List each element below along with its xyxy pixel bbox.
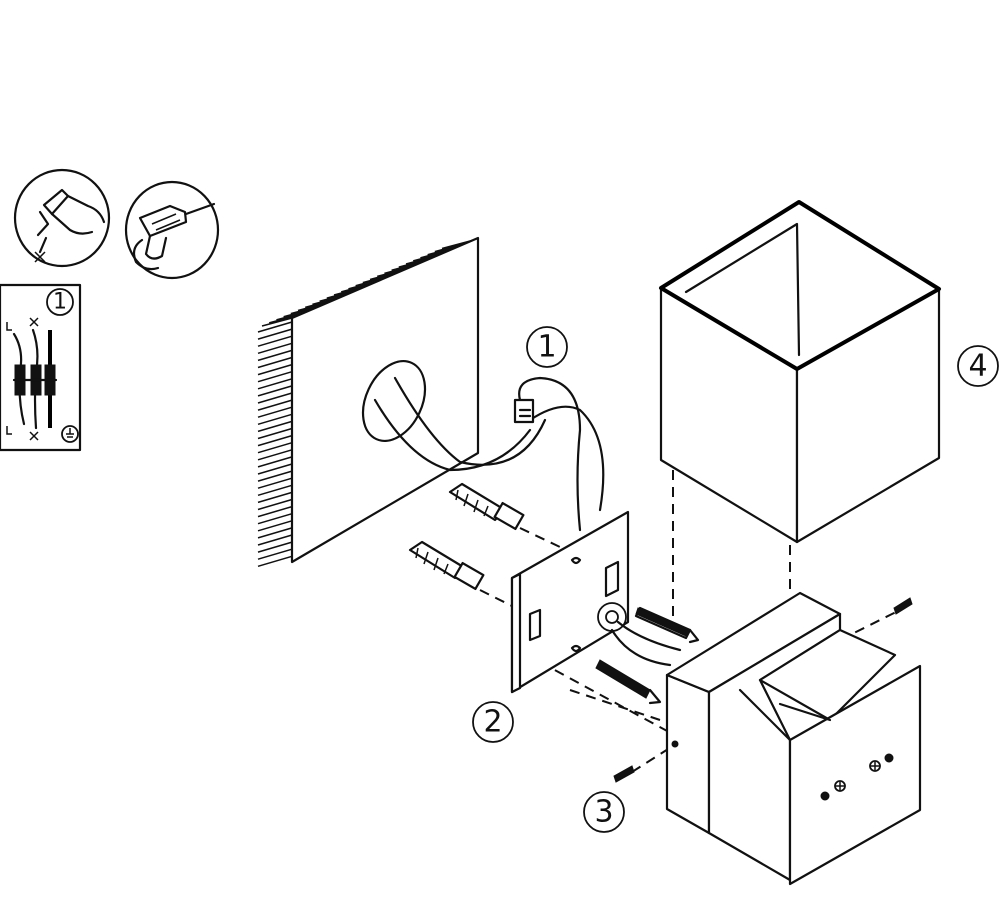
wire-stripper-icon [13, 168, 111, 268]
wall-hatch-stroke [257, 399, 293, 411]
wall-hatch-stroke [257, 498, 293, 511]
ground-symbol-icon [61, 425, 79, 443]
wall-hatch-stroke [326, 289, 357, 299]
mounting-screw-lower [595, 659, 662, 705]
wall-hatch-stroke [405, 255, 437, 265]
wall-hatch-stroke [257, 427, 293, 440]
wall-hatch-stroke [398, 258, 429, 268]
wall-hatch-stroke [355, 276, 386, 287]
svg-text:4: 4 [968, 349, 987, 384]
wall-hatch-stroke [257, 491, 293, 504]
wall-hatch-stroke [384, 264, 415, 275]
wall-hatch-stroke [257, 413, 293, 426]
wall-hatch-stroke [257, 385, 293, 397]
wall-hatch-stroke [348, 280, 379, 290]
wall-hatch-stroke [276, 311, 307, 321]
mounting-plate [510, 510, 682, 694]
wall-hatch-stroke [257, 456, 293, 468]
wall-hatch-stroke [369, 270, 401, 281]
drill-icon [124, 180, 220, 280]
wall-hatch-stroke [333, 286, 365, 296]
lamp-shade [659, 200, 941, 544]
wall-hatch-stroke [305, 298, 336, 309]
wall-hatch-stroke [413, 252, 444, 262]
wall-hatch-stroke [283, 307, 314, 318]
wall-hatch-stroke [362, 273, 393, 284]
wall-hatch-stroke [441, 239, 473, 250]
svg-text:2: 2 [483, 705, 502, 740]
wall-hatch-stroke [257, 463, 293, 475]
wall-hatch-stroke [434, 242, 465, 253]
set-screw-right [893, 597, 913, 615]
wall-hatch-stroke [257, 349, 293, 362]
wall-hatch-stroke [257, 477, 293, 489]
wall-hatch-stroke [257, 420, 293, 433]
wiring-callout: 1 [526, 326, 568, 368]
wall-hatch-stroke [257, 534, 293, 546]
wall-hatch-stroke [257, 484, 293, 497]
wall-section [257, 236, 480, 568]
supply-wires [373, 376, 605, 532]
wall-hatch-stroke [257, 321, 293, 333]
wall-hatch-stroke [319, 292, 350, 302]
wall-hatch-stroke [257, 335, 293, 347]
wall-hatch-stroke [257, 512, 293, 525]
wall-hatch-stroke [391, 261, 422, 271]
wiring-inset-callout: 1 [53, 290, 67, 315]
wall-hatch-stroke [257, 548, 293, 560]
wall-hatch-stroke [257, 356, 293, 369]
wall-hatch-stroke [257, 541, 293, 553]
shade-callout: 4 [957, 345, 999, 387]
wall-hatch-stroke [341, 283, 372, 293]
mounting-screw-upper [634, 606, 700, 644]
wall-hatch-stroke [297, 301, 329, 312]
wall-hatch-stroke [257, 527, 293, 539]
wall-plug-upper [448, 482, 525, 531]
svg-text:1: 1 [537, 330, 556, 365]
wall-hatch-stroke [257, 392, 293, 404]
wall-hatch-stroke [257, 370, 293, 383]
wall-hatch-stroke [377, 267, 408, 278]
wall-plug-lower [408, 540, 485, 591]
wall-hatch-stroke [257, 505, 293, 518]
wall-hatch-stroke [257, 406, 293, 418]
svg-text:3: 3 [594, 795, 613, 830]
wall-hatch-stroke [257, 434, 293, 447]
wiring-inset-panel: 1 [0, 283, 82, 452]
wall-hatch-stroke [427, 245, 458, 256]
wall-hatch-stroke [257, 555, 293, 568]
lamp-body [665, 591, 922, 886]
wall-hatch-stroke [269, 314, 300, 324]
wall-hatch-stroke [420, 249, 451, 259]
wall-hatch-stroke [257, 328, 293, 340]
wall-hatch-stroke [257, 470, 293, 482]
mounting-plate-callout: 2 [472, 701, 514, 743]
wall-hatch-stroke [290, 304, 321, 315]
wall-hatch-stroke [257, 363, 293, 376]
wall-hatch-stroke [312, 295, 343, 306]
wall-hatch-stroke [257, 520, 293, 532]
wall-hatch-stroke [257, 449, 293, 461]
wall-hatch-stroke [257, 378, 293, 390]
fixing-screw-callout: 3 [583, 791, 625, 833]
set-screw-left [613, 765, 635, 783]
wall-hatch-stroke [257, 342, 293, 355]
wall-hatch-stroke [261, 317, 293, 327]
wall-hatch-stroke [257, 441, 293, 454]
